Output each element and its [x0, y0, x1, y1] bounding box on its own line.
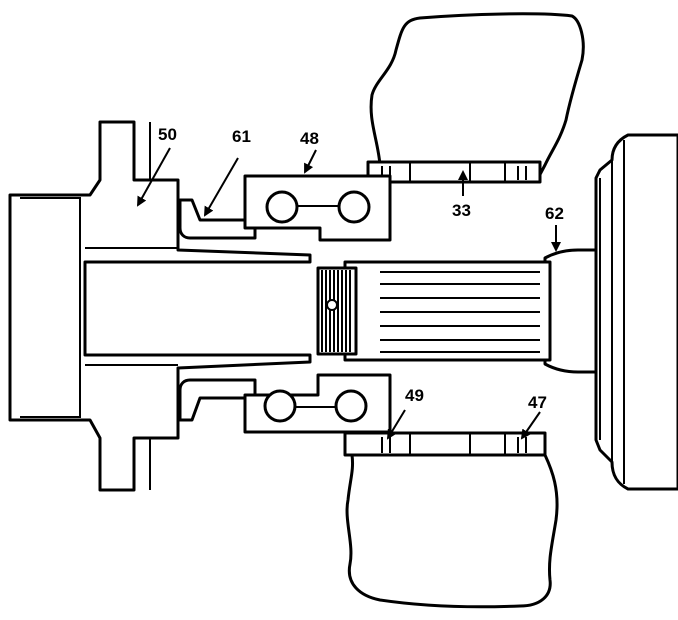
upper-race-33: [366, 160, 542, 184]
leader-48: [304, 149, 317, 174]
callout-61: 61: [232, 127, 251, 146]
bearing-ball-lower-right: [334, 389, 368, 423]
callout-33: 33: [452, 201, 471, 220]
lower-housing: [345, 453, 559, 609]
callout-50: 50: [158, 125, 177, 144]
callout-48: 48: [300, 129, 319, 148]
cv-joint-housing: [594, 133, 678, 491]
oil-seal-61-lower: [178, 378, 257, 422]
hub-flange-50: [8, 120, 312, 492]
leader-47: [520, 411, 541, 440]
callout-49: 49: [405, 386, 424, 405]
leader-49: [386, 409, 406, 440]
callout-47: 47: [528, 393, 547, 412]
boot-62: [543, 248, 598, 374]
bearing-ball-lower-left: [263, 389, 297, 423]
leader-50: [137, 147, 171, 207]
lower-race-49: [343, 431, 547, 457]
bearing-ball-upper-right: [337, 190, 371, 224]
callout-62: 62: [545, 204, 564, 223]
bearing-ball-upper-left: [265, 190, 299, 224]
cotter-pin-hole: [326, 299, 338, 311]
leader-61: [203, 157, 239, 217]
oil-seal-61-upper: [178, 198, 257, 240]
upper-housing: [369, 12, 585, 184]
